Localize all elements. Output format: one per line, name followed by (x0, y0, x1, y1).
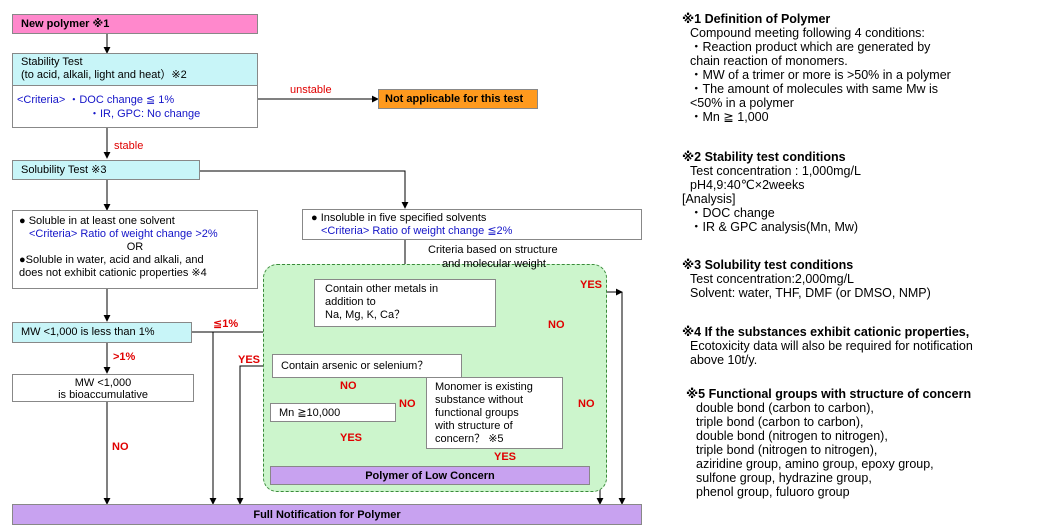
note-4-line: above 10t/y. (690, 353, 758, 367)
note-5-line: double bond (nitrogen to nitrogen), (696, 429, 888, 443)
full-notification-box: Full Notification for Polymer (12, 504, 642, 525)
note-5-line: sulfone group, hydrazine group, (696, 471, 872, 485)
soluble-line-5: does not exhibit cationic properties ※4 (19, 267, 207, 279)
note-1-line: ・MW of a trimer or more is >50% in a pol… (690, 68, 951, 82)
note-5-line: aziridine group, amino group, epoxy grou… (696, 457, 934, 471)
mn-box: Mn ≧10,000 (270, 403, 396, 422)
note-5: ※5 Functional groups with structure of c… (686, 387, 971, 499)
solubility-title: Solubility Test ※3 (21, 164, 107, 176)
note-3-heading: ※3 Solubility test conditions (682, 258, 854, 272)
note-2: ※2 Stability test conditions Test concen… (682, 150, 861, 234)
monomer-line-3: functional groups (435, 407, 519, 419)
note-2-line: pH4,9:40℃×2weeks (690, 178, 805, 192)
not-applicable-box: Not applicable for this test (378, 89, 538, 109)
metals-line-3: Na, Mg, K, Ca？ (325, 309, 406, 321)
note-5-line: double bond (carbon to carbon), (696, 401, 874, 415)
bioaccumulative-box: MW <1,000 is bioaccumulative (12, 374, 194, 402)
metals-yes-label: YES (580, 279, 603, 291)
mw-box: MW <1,000 is less than 1% (12, 322, 192, 343)
low-concern-label: Polymer of Low Concern (365, 470, 495, 482)
note-2-line: ・DOC change (690, 206, 775, 220)
mw-label: MW <1,000 is less than 1% (21, 326, 155, 338)
bio-no-label: NO (112, 441, 129, 453)
note-3-line: Solvent: water, THF, DMF (or DMSO, NMP) (690, 286, 931, 300)
metals-box: Contain other metals in addition to Na, … (314, 279, 496, 327)
monomer-box: Monomer is existing substance without fu… (426, 377, 563, 449)
le1-label: ≦1% (213, 318, 239, 330)
stable-label: stable (114, 140, 144, 152)
note-4-heading: ※4 If the substances exhibit cationic pr… (682, 325, 970, 339)
note-2-line: ・IR & GPC analysis(Mn, Mw) (690, 220, 859, 234)
structure-criteria-title-1: Criteria based on structure (428, 244, 558, 256)
stability-test-box: Stability Test (to acid, alkali, light a… (12, 53, 258, 128)
stability-header: Stability Test (to acid, alkali, light a… (13, 54, 257, 86)
note-5-line: triple bond (nitrogen to nitrogen), (696, 443, 878, 457)
soluble-line-1: ● Soluble in at least one solvent (19, 215, 175, 227)
metals-line-2: addition to (325, 296, 376, 308)
arsenic-yes-label: YES (238, 354, 261, 366)
note-2-line: Test concentration : 1,000mg/L (690, 164, 861, 178)
metals-no-label: NO (548, 319, 565, 331)
mn-label: Mn ≧10,000 (279, 407, 341, 419)
note-1-line: ・Reaction product which are generated by (690, 40, 931, 54)
low-concern-box: Polymer of Low Concern (270, 466, 590, 485)
note-5-heading: ※5 Functional groups with structure of c… (686, 387, 972, 401)
note-1-heading: ※1 Definition of Polymer (682, 12, 831, 26)
stability-criteria-2: ・IR, GPC: No change (89, 108, 201, 120)
note-4-line: Ecotoxicity data will also be required f… (690, 339, 973, 353)
note-4: ※4 If the substances exhibit cationic pr… (682, 325, 973, 367)
monomer-yes-label: YES (494, 451, 517, 463)
bio-line-1: MW <1,000 (74, 377, 132, 389)
insoluble-line-1: ● Insoluble in five specified solvents (311, 212, 487, 224)
soluble-or: OR (126, 241, 144, 253)
note-2-line: [Analysis] (682, 192, 736, 206)
mn-yes-label: YES (340, 432, 363, 444)
monomer-line-5: concern？ ※5 (435, 433, 504, 445)
arsenic-label: Contain arsenic or selenium？ (281, 360, 429, 372)
arrow-solubility-to-insoluble (200, 170, 409, 209)
not-applicable-label: Not applicable for this test (385, 93, 524, 105)
stability-subtitle: (to acid, alkali, light and heat）※2 (21, 69, 187, 81)
soluble-box: ● Soluble in at least one solvent <Crite… (12, 210, 258, 289)
unstable-label: unstable (290, 84, 332, 96)
monomer-line-2: substance without (435, 394, 524, 406)
soluble-line-4: ●Soluble in water, acid and alkali, and (19, 254, 204, 266)
note-1: ※1 Definition of Polymer Compound meetin… (682, 12, 951, 124)
stability-title: Stability Test (21, 56, 83, 68)
arrow-arsenic-yes (236, 365, 272, 505)
note-1-line: ・The amount of molecules with same Mw is (690, 82, 939, 96)
note-3: ※3 Solubility test conditions Test conce… (682, 258, 931, 300)
note-1-line: ・Mn ≧ 1,000 (690, 110, 769, 124)
solubility-test-box: Solubility Test ※3 (12, 160, 200, 180)
new-polymer-label: New polymer ※1 (21, 18, 110, 30)
monomer-line-1: Monomer is existing (435, 381, 533, 393)
note-1-line: <50% in a polymer (690, 96, 794, 110)
soluble-criteria: <Criteria> Ratio of weight change >2% (29, 228, 218, 240)
mn-no-label: NO (399, 398, 416, 410)
insoluble-criteria: <Criteria> Ratio of weight change ≦2% (321, 225, 513, 237)
structure-criteria-title-2: and molecular weight (442, 258, 546, 270)
new-polymer-box: New polymer ※1 (12, 14, 258, 34)
note-3-line: Test concentration:2,000mg/L (690, 272, 854, 286)
note-2-heading: ※2 Stability test conditions (682, 150, 846, 164)
gt1-label: >1% (113, 351, 136, 363)
stability-criteria-1: <Criteria> ・DOC change ≦ 1% (17, 94, 175, 106)
monomer-no-label: NO (578, 398, 595, 410)
monomer-line-4: with structure of (435, 420, 513, 432)
arsenic-box: Contain arsenic or selenium？ (272, 354, 462, 378)
arsenic-no-label: NO (340, 380, 357, 392)
full-notification-label: Full Notification for Polymer (253, 509, 401, 521)
metals-line-1: Contain other metals in (325, 283, 439, 295)
insoluble-box: ● Insoluble in five specified solvents <… (302, 209, 642, 240)
note-5-line: phenol group, fuluoro group (696, 485, 850, 499)
note-1-line: Compound meeting following 4 conditions: (690, 26, 925, 40)
bio-line-2: is bioaccumulative (58, 389, 148, 401)
note-5-line: triple bond (carbon to carbon), (696, 415, 864, 429)
note-1-line: chain reaction of monomers. (690, 54, 848, 68)
